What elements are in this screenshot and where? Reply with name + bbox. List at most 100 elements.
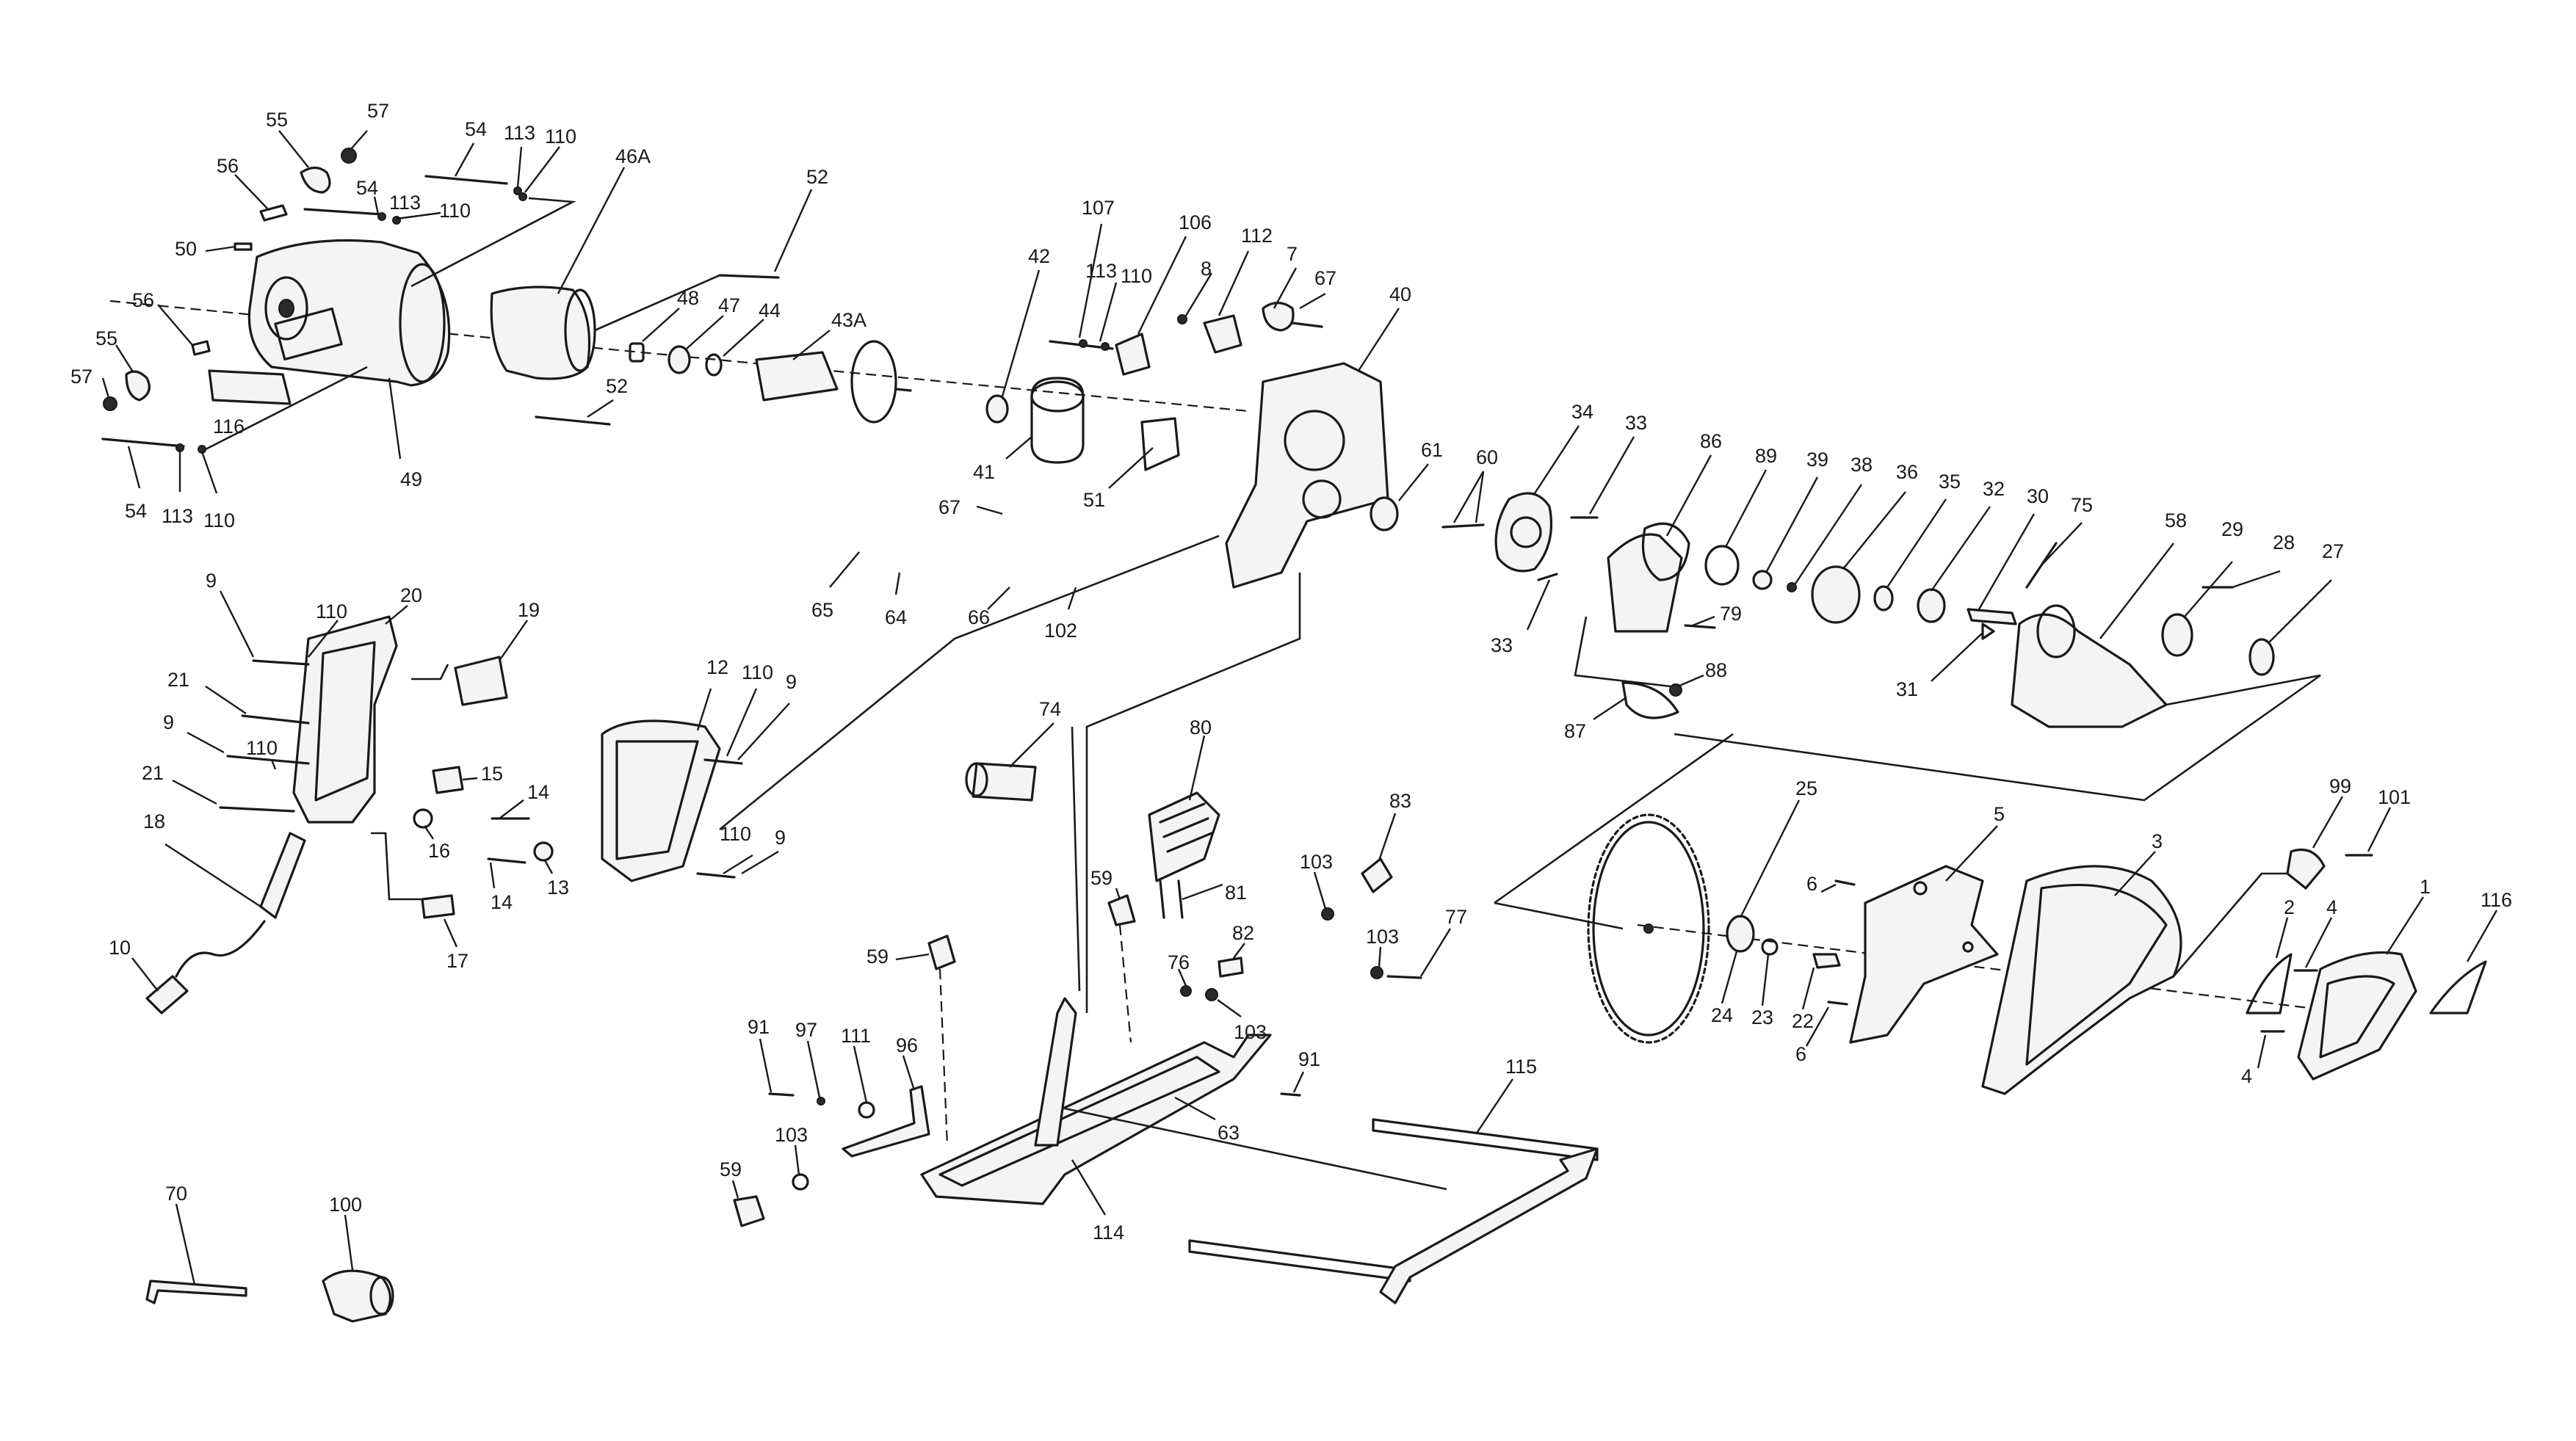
screw-9d (696, 872, 736, 879)
label-23: 23 (1751, 1006, 1773, 1028)
bearing-plate-bore (1510, 516, 1542, 548)
label-7: 7 (1287, 243, 1298, 265)
washer-110a (518, 192, 527, 201)
screw-54a (424, 175, 508, 185)
label-111: 111 (841, 1025, 871, 1047)
label-80: 80 (1190, 716, 1212, 738)
spring-51 (1140, 417, 1180, 471)
blade-axis-line (1637, 923, 2351, 1014)
gear-36 (1811, 565, 1861, 624)
label-110h: 110 (720, 823, 751, 845)
label-9b: 9 (163, 711, 174, 733)
screw-6a (1834, 879, 1856, 886)
label-116b (2429, 960, 2487, 1014)
label-56a: 56 (217, 155, 239, 177)
screw-8 (1177, 314, 1187, 324)
rip-fence-bar-115b (1188, 1239, 1411, 1282)
label-112: 112 (1241, 225, 1273, 247)
label-113d: 113 (1085, 260, 1117, 282)
washer-97 (817, 1097, 825, 1106)
cover-99 (2286, 848, 2326, 890)
label-99: 99 (2329, 775, 2351, 797)
label-87: 87 (1564, 720, 1586, 742)
label-20: 20 (400, 584, 422, 606)
label-86: 86 (1700, 430, 1722, 452)
washer-110d (1101, 342, 1110, 351)
label-77: 77 (1445, 906, 1467, 928)
screw-9c (703, 758, 743, 765)
handle-group (145, 534, 1220, 1014)
guide-19 (411, 664, 449, 680)
armature-43A (755, 351, 839, 402)
brush-56a (259, 204, 288, 222)
handle-half-12 (601, 719, 721, 882)
screw-91b (1280, 1092, 1301, 1097)
guide-upper-to-blade (1674, 674, 2321, 802)
lever-87 (1621, 681, 1679, 719)
gear-housing-bore (1284, 410, 1345, 471)
label-67a: 67 (1314, 267, 1336, 289)
base-bracket-63 (1034, 997, 1077, 1147)
label-4a: 4 (2326, 896, 2337, 918)
label-25: 25 (1795, 777, 1817, 799)
label-59b: 59 (866, 945, 889, 968)
spindle-30 (1967, 608, 2017, 625)
handle-12-grip (615, 740, 699, 860)
screw-52a (718, 274, 780, 279)
screw-14b (487, 857, 527, 864)
bearing-plate-34 (1494, 492, 1552, 573)
lower-blade-guard-3 (1981, 865, 2182, 1095)
rip-fence-guide-115 (1379, 1147, 1599, 1304)
label-22: 22 (1792, 1010, 1814, 1032)
brush-cap-57a (341, 148, 357, 164)
brush-holder-55a (300, 166, 331, 194)
washer-113c (176, 443, 184, 452)
label-6b: 6 (1795, 1043, 1806, 1065)
upper-guard-opening (2036, 604, 2076, 658)
label-35: 35 (1939, 471, 1961, 493)
switch-15 (432, 766, 464, 794)
bracket-106 (1115, 333, 1151, 376)
label-64: 64 (885, 606, 907, 628)
label-27: 27 (2322, 540, 2344, 562)
label-18: 18 (143, 810, 165, 832)
label-116a: 116 (213, 415, 245, 438)
label-54a: 54 (465, 118, 487, 140)
housing-end-cap (264, 276, 308, 341)
label-115: 115 (1505, 1056, 1537, 1078)
label-4b: 4 (2241, 1065, 2252, 1087)
saw-blade-disc (1592, 821, 1705, 1037)
label-82: 82 (1232, 922, 1254, 944)
switch-19 (454, 656, 508, 706)
label-41: 41 (973, 461, 995, 483)
label-46A: 46A (615, 145, 651, 167)
label-52b: 52 (606, 375, 628, 397)
washer-113b (377, 212, 386, 221)
label-97: 97 (795, 1019, 817, 1041)
label-63: 63 (1218, 1122, 1240, 1144)
label-44: 44 (759, 300, 781, 322)
guide-54c (205, 366, 368, 451)
label-28: 28 (2273, 531, 2295, 553)
label-8: 8 (1201, 258, 1212, 280)
flange-24 (1726, 915, 1755, 953)
screw-33b (1537, 573, 1558, 581)
label-34: 34 (1571, 401, 1593, 423)
label-13: 13 (547, 876, 569, 899)
label-114: 114 (1093, 1222, 1124, 1244)
blade-bolt-22 (1812, 953, 1841, 969)
label-52a: 52 (806, 166, 828, 188)
label-15: 15 (481, 763, 503, 785)
part-number-labels: 55 57 56 54 113 110 54 113 110 46A 52 50… (70, 100, 2512, 1244)
label-17: 17 (446, 950, 468, 972)
lower-guard-5 (1849, 865, 1999, 1044)
washer-103a (1321, 907, 1334, 921)
label-110g: 110 (742, 661, 773, 683)
handle-20-grip (314, 641, 376, 802)
label-110a: 110 (545, 126, 576, 148)
label-91b: 91 (1298, 1048, 1320, 1070)
ring-44 (705, 353, 723, 377)
label-103c: 103 (1234, 1021, 1267, 1043)
lower-guard-3-inner (2025, 884, 2168, 1066)
